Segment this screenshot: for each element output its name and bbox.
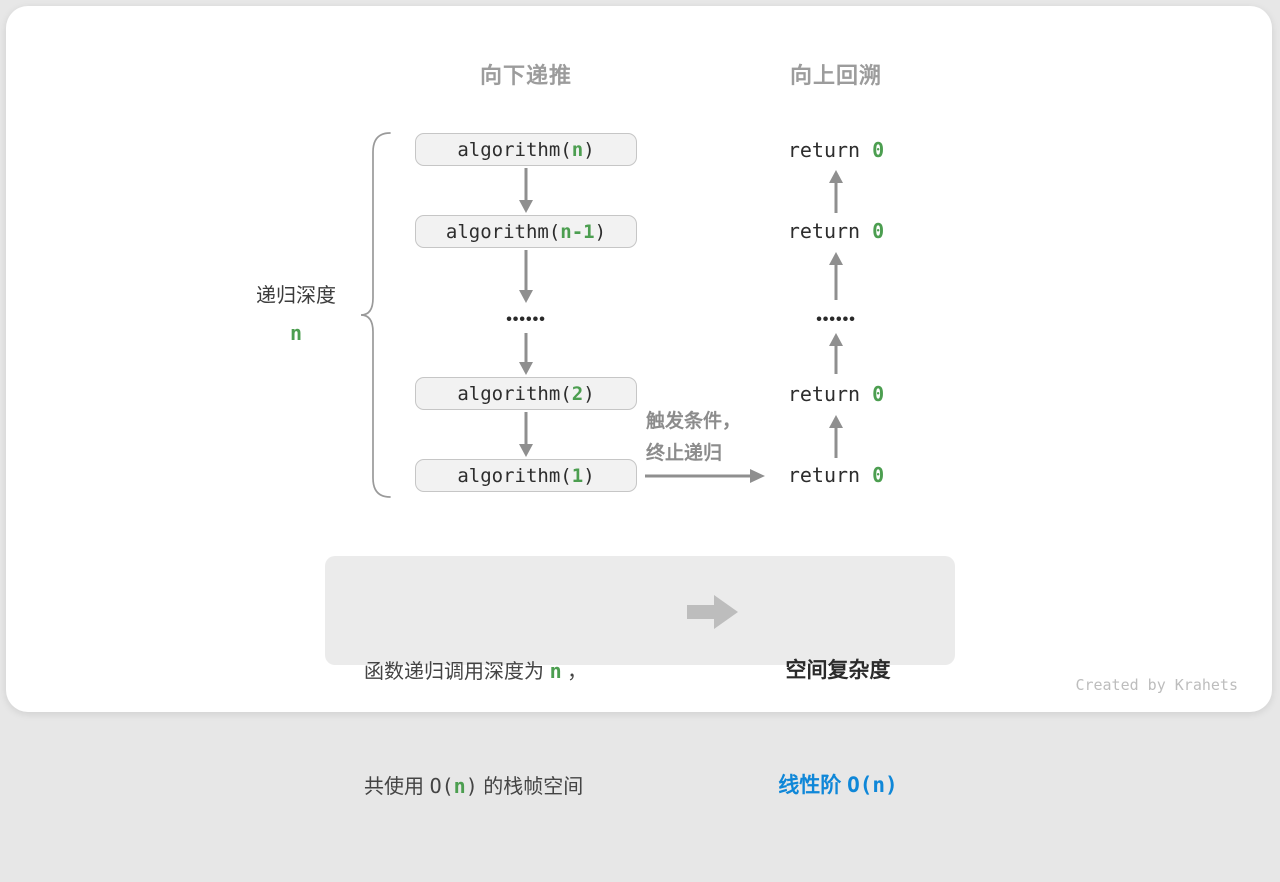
trigger-label: 触发条件， 终止递归 (646, 406, 766, 470)
frame-code: algorithm( (457, 464, 572, 487)
complexity-notation: O(n) (847, 773, 898, 797)
space-complexity-value: 线性阶 O(n) (738, 766, 938, 805)
summary-text: 的栈帧空间 (477, 776, 584, 798)
terminate-arrow-icon (645, 469, 765, 483)
frame-arg: 2 (571, 382, 584, 405)
frame-code: algorithm( (457, 138, 572, 161)
return-value: 0 (872, 219, 885, 243)
complexity-order: 线性阶 (778, 774, 848, 797)
return-value: 0 (872, 138, 885, 162)
space-complexity-title: 空间复杂度 (785, 659, 891, 682)
frame-box-1: algorithm(1) (415, 459, 637, 492)
summary-panel (325, 556, 955, 665)
frame-box-n-1: algorithm(n-1) (415, 215, 637, 248)
return-code: return (787, 219, 873, 243)
down-ellipsis: •••••• (506, 311, 546, 328)
credit-text: Created by Krahets (1075, 676, 1238, 694)
summary-n: n (549, 659, 562, 683)
frame-arg: n-1 (560, 220, 595, 243)
implies-arrow-icon (687, 595, 738, 629)
header-downward-recursion: 向下递推 (479, 63, 572, 88)
up-ellipsis: •••••• (816, 311, 856, 328)
diagram-stage: 向下递推 向上回溯 递归深度 n algorithm(n) algorithm(… (6, 6, 1272, 798)
summary-big-o: ) (465, 774, 478, 798)
summary-text: 函数递归调用深度为 (364, 661, 550, 683)
trigger-line1: 触发条件， (646, 411, 742, 432)
summary-left-line2: 共使用 O(n) 的栈帧空间 (364, 767, 684, 806)
frame-arg: n (571, 138, 584, 161)
down-arrow-icon (519, 250, 533, 303)
return-code: return (787, 382, 873, 406)
down-arrow-icon (519, 333, 533, 375)
return-value: 0 (872, 382, 885, 406)
frame-code: ) (594, 220, 607, 243)
up-arrow-icon (829, 252, 843, 300)
summary-left-line1: 函数递归调用深度为 n ， (364, 652, 684, 691)
return-row: return 0 (736, 381, 936, 407)
down-arrow-icon (519, 412, 533, 457)
return-code: return (787, 463, 873, 487)
summary-right-text: 空间复杂度 线性阶 O(n) (738, 576, 938, 881)
depth-value: n (289, 321, 303, 345)
depth-brace (360, 132, 391, 498)
down-arrow-icon (519, 168, 533, 213)
return-row: return 0 (736, 218, 936, 244)
return-value: 0 (872, 463, 885, 487)
summary-text: 共使用 (364, 776, 430, 798)
frame-code: ) (583, 464, 595, 487)
summary-n: n (453, 774, 466, 798)
header-upward-backtrack: 向上回溯 (789, 63, 882, 88)
frame-code: algorithm( (445, 220, 561, 243)
trigger-line2: 终止递归 (646, 443, 723, 464)
frame-box-2: algorithm(2) (415, 377, 637, 410)
summary-left-text: 函数递归调用深度为 n ， 共使用 O(n) 的栈帧空间 (364, 576, 684, 882)
up-arrow-icon (829, 333, 843, 374)
depth-label: 递归深度 (256, 285, 336, 307)
return-row: return 0 (736, 462, 936, 488)
frame-code: ) (583, 138, 595, 161)
summary-text: ， (561, 661, 588, 683)
up-arrow-icon (829, 170, 843, 213)
frame-code: ) (583, 382, 595, 405)
frame-box-n: algorithm(n) (415, 133, 637, 166)
frame-code: algorithm( (457, 382, 572, 405)
summary-big-o: O( (429, 774, 454, 798)
frame-arg: 1 (571, 464, 584, 487)
up-arrow-icon (829, 415, 843, 458)
return-row: return 0 (736, 137, 936, 163)
return-code: return (787, 138, 873, 162)
